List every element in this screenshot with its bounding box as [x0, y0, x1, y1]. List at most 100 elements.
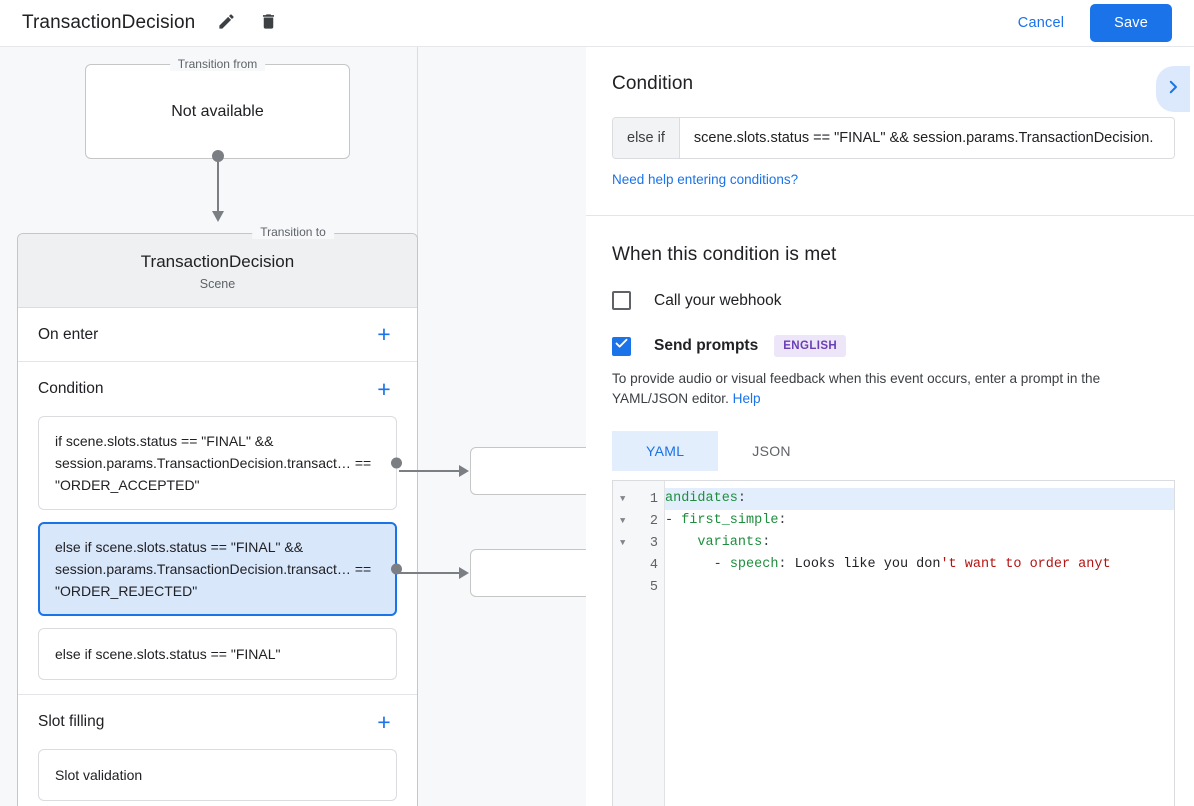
code-token: - — [665, 557, 730, 572]
code-token: : — [762, 535, 771, 550]
code-line-1[interactable]: andidates: — [665, 488, 1174, 510]
slot-validation-text: Slot validation — [55, 767, 143, 783]
condition-card-text: if scene.slots.status == "FINAL" && sess… — [55, 433, 372, 493]
code-token: first_simple — [681, 513, 779, 528]
condition-help-link[interactable]: Need help entering conditions? — [612, 172, 799, 187]
send-prompts-description-text: To provide audio or visual feedback when… — [612, 371, 1101, 406]
section-condition: Condition + if scene.slots.status == "FI… — [18, 362, 417, 695]
line-number: 5 — [649, 579, 658, 595]
condition-expression-input[interactable]: scene.slots.status == "FINAL" && session… — [679, 118, 1174, 158]
collapse-panel-button[interactable] — [1156, 66, 1190, 112]
code-token: : — [778, 513, 787, 528]
page-title: TransactionDecision — [22, 12, 196, 33]
code-line-2[interactable]: - first_simple: — [665, 510, 1174, 532]
condition-section: Condition else if scene.slots.status == … — [586, 47, 1194, 216]
checkmark-icon — [614, 336, 629, 356]
save-button[interactable]: Save — [1090, 4, 1172, 42]
connector-line-rejected — [399, 572, 461, 574]
send-prompts-row[interactable]: Send prompts ENGLISH — [612, 335, 1168, 357]
edit-name-button[interactable] — [209, 6, 243, 40]
code-token: : — [737, 491, 747, 506]
section-slot-filling: Slot filling + Slot validation — [18, 695, 417, 806]
section-title-on-enter: On enter — [38, 325, 99, 343]
gutter-line-5: 5 — [613, 576, 664, 598]
code-line-3[interactable]: variants: — [665, 532, 1174, 554]
when-condition-met-section: When this condition is met Call your web… — [586, 216, 1194, 806]
scene-type: Scene — [199, 277, 236, 291]
condition-card-rejected[interactable]: else if scene.slots.status == "FINAL" &&… — [38, 522, 402, 616]
gutter-line-4: 4 — [613, 554, 664, 576]
condition-node-dot — [391, 563, 402, 575]
section-on-enter: On enter + — [18, 308, 417, 362]
fold-toggle-icon[interactable]: ▼ — [620, 515, 626, 526]
editor-code-area[interactable]: andidates:- first_simple: variants: - sp… — [665, 481, 1174, 806]
code-token: variants — [697, 535, 763, 550]
send-prompts-checkbox[interactable] — [612, 336, 631, 356]
line-number: 3 — [649, 535, 658, 551]
call-webhook-checkbox[interactable] — [612, 291, 631, 310]
code-token: - — [665, 513, 682, 528]
webhook-row[interactable]: Call your webhook — [612, 291, 1168, 310]
scene-name: TransactionDecision — [140, 252, 295, 271]
condition-card-final[interactable]: else if scene.slots.status == "FINAL" — [38, 628, 397, 680]
target-box-accepted[interactable] — [470, 447, 586, 495]
tab-json[interactable]: JSON — [752, 443, 791, 459]
delete-button[interactable] — [251, 6, 285, 40]
top-app-bar: TransactionDecision Cancel Save — [0, 0, 1194, 47]
gutter-line-1: ▼1 — [613, 488, 664, 510]
transition-from-legend: Transition from — [169, 57, 266, 71]
arrow-head — [212, 211, 224, 222]
trash-icon — [259, 12, 278, 34]
condition-node-dot — [391, 457, 402, 469]
pencil-icon — [217, 12, 236, 34]
code-token: speech — [729, 557, 779, 572]
add-condition-button[interactable]: + — [377, 375, 391, 402]
target-box-rejected[interactable] — [470, 549, 586, 597]
send-prompts-description: To provide audio or visual feedback when… — [612, 369, 1168, 409]
condition-card-text: else if scene.slots.status == "FINAL" — [55, 646, 281, 662]
send-prompts-label: Send prompts — [654, 337, 759, 354]
gutter-line-2: ▼2 — [613, 510, 664, 532]
editor-format-tabs: YAML JSON — [612, 431, 1168, 471]
slot-validation-card[interactable]: Slot validation — [38, 749, 397, 801]
scene-graph-canvas[interactable]: Transition from Not available Transition… — [0, 47, 586, 806]
fold-toggle-icon[interactable]: ▼ — [620, 537, 626, 548]
prompts-help-link[interactable]: Help — [732, 391, 761, 406]
condition-detail-panel: Condition else if scene.slots.status == … — [586, 47, 1194, 806]
code-token — [665, 535, 697, 550]
condition-prefix-label: else if — [613, 118, 680, 158]
arrow-line — [217, 156, 219, 214]
code-line-5[interactable] — [665, 576, 1174, 598]
code-token: 't want to order anyt — [940, 557, 1111, 572]
scene-card-header: TransactionDecision Scene — [18, 234, 417, 308]
gutter-line-3: ▼3 — [613, 532, 664, 554]
condition-input-row[interactable]: else if scene.slots.status == "FINAL" &&… — [612, 117, 1175, 159]
connector-arrow-accepted — [459, 465, 469, 477]
condition-card-accepted[interactable]: if scene.slots.status == "FINAL" && sess… — [38, 416, 402, 510]
cancel-button[interactable]: Cancel — [1008, 7, 1074, 39]
add-slot-filling-button[interactable]: + — [377, 708, 391, 735]
add-on-enter-button[interactable]: + — [377, 321, 391, 347]
transition-from-value: Not available — [171, 102, 264, 120]
chevron-right-icon — [1164, 78, 1182, 101]
transition-from-box[interactable]: Transition from Not available — [85, 57, 350, 159]
transition-arrow — [211, 150, 225, 222]
code-token: Looks like you don — [794, 557, 941, 572]
code-token: : — [778, 557, 795, 572]
fold-toggle-icon[interactable]: ▼ — [620, 493, 626, 504]
scene-card[interactable]: TransactionDecision Scene On enter + Con… — [17, 233, 418, 806]
section-title-condition: Condition — [38, 380, 104, 397]
code-line-4[interactable]: - speech: Looks like you don't want to o… — [665, 554, 1174, 576]
language-badge: ENGLISH — [774, 335, 847, 357]
tab-yaml[interactable]: YAML — [612, 431, 719, 471]
connector-arrow-rejected — [459, 567, 469, 579]
topbar-actions: Cancel Save — [1008, 4, 1172, 42]
section-title-slot-filling: Slot filling — [38, 713, 105, 730]
code-token: andidates — [665, 491, 738, 506]
line-number: 1 — [649, 491, 658, 507]
connector-line-accepted — [399, 470, 461, 472]
condition-card-text: else if scene.slots.status == "FINAL" &&… — [55, 539, 372, 599]
call-webhook-label: Call your webhook — [654, 291, 782, 309]
